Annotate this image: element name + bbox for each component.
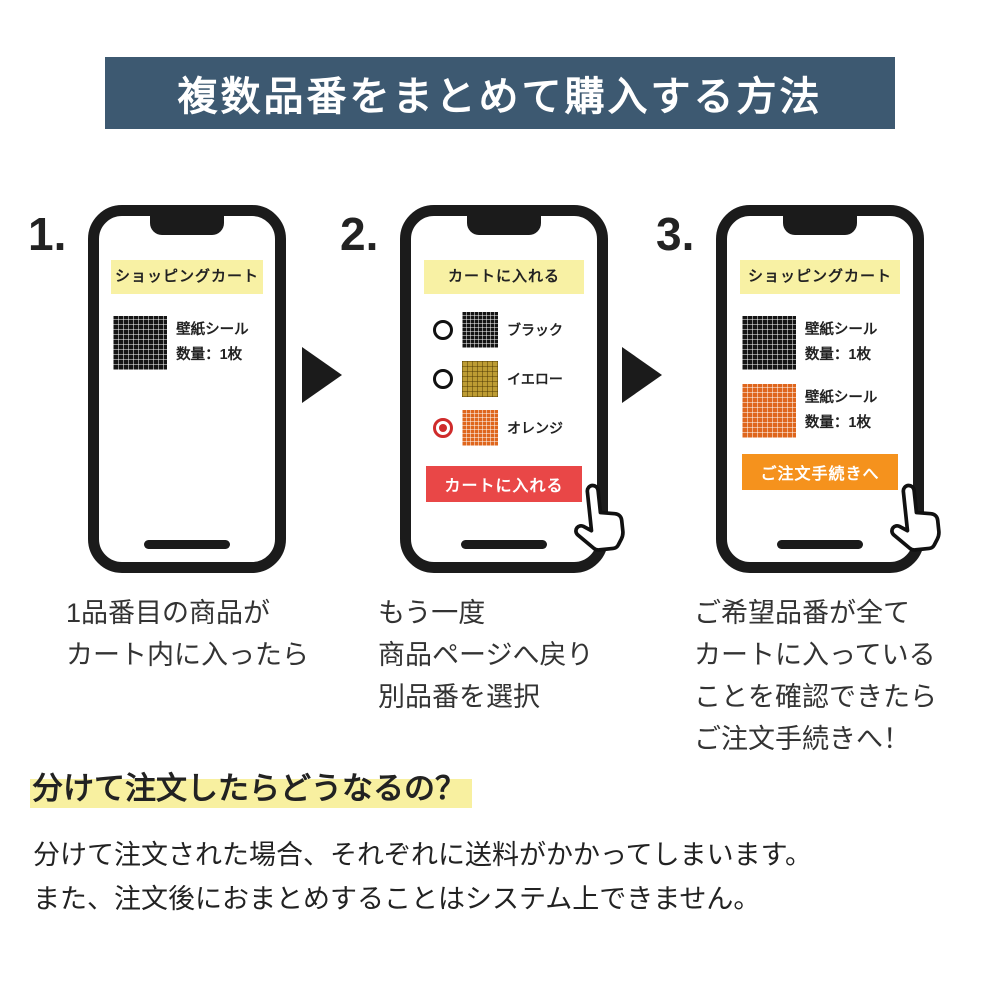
- phone-mockup-1: ショッピングカート 壁紙シール 数量：1枚: [88, 205, 286, 573]
- step-3: 3. ショッピングカート 壁紙シール 数量：1枚 壁紙シール 数量：1枚 ご注文…: [656, 205, 941, 754]
- phone-home-bar: [777, 540, 863, 549]
- product-qty: 数量：1枚: [176, 347, 243, 363]
- step-1: 1. ショッピングカート 壁紙シール 数量：1枚 1品番目の商品が カート内に入…: [28, 205, 309, 670]
- note-body: 分けて注文された場合、それぞれに送料がかかってしまいます。 また、注文後におまと…: [33, 840, 812, 914]
- hand-cursor-icon: [890, 483, 941, 552]
- product-swatch-black: [741, 316, 796, 370]
- color-option-list: ブラック イエロー オレンジ: [433, 308, 597, 450]
- checkout-button[interactable]: ご注文手続きへ: [742, 454, 898, 490]
- cart-title-bar-1: ショッピングカート: [111, 260, 263, 294]
- cart-item-row: 壁紙シール 数量：1枚: [113, 316, 261, 370]
- note-heading: 分けて注文したらどうなるの？: [30, 763, 472, 808]
- product-qty: 数量：1枚: [804, 347, 871, 363]
- product-swatch-black: [113, 316, 168, 370]
- arrow-right-icon: [302, 347, 342, 403]
- phone-notch: [783, 215, 857, 235]
- radio-yellow[interactable]: [433, 369, 453, 389]
- option-label: ブラック: [507, 322, 563, 338]
- note-heading-text: 分けて注文したらどうなるの？: [30, 771, 472, 808]
- add-to-cart-button[interactable]: カートに入れる: [426, 466, 582, 502]
- phone-notch: [467, 215, 541, 235]
- phone-mockup-2: カートに入れる ブラック イエロー オレンジ カートに入れる: [400, 205, 625, 573]
- swatch-yellow-icon: [462, 361, 498, 397]
- page-title: 複数品番をまとめて購入する方法: [177, 75, 823, 119]
- product-name: 壁紙シール: [804, 322, 878, 339]
- phone-home-bar: [461, 540, 547, 549]
- radio-orange-checked[interactable]: [433, 418, 453, 438]
- option-label: イエロー: [507, 371, 563, 387]
- cart-item-row: 壁紙シール 数量：1枚: [741, 384, 898, 438]
- option-row-black[interactable]: ブラック: [433, 308, 597, 352]
- phone-home-bar: [144, 540, 230, 549]
- add-to-cart-title-bar: カートに入れる: [424, 260, 584, 294]
- swatch-orange-icon: [462, 410, 498, 446]
- product-info: 壁紙シール 数量：1枚: [805, 318, 878, 367]
- step-2-number: 2.: [340, 208, 379, 260]
- hand-cursor-icon: [574, 483, 625, 552]
- step-1-caption: 1品番目の商品が カート内に入ったら: [66, 598, 309, 670]
- phone-notch: [150, 215, 224, 235]
- option-row-orange[interactable]: オレンジ: [433, 406, 597, 450]
- product-info: 壁紙シール 数量：1枚: [805, 386, 878, 435]
- step-3-caption: ご希望品番が全て カートに入っている ことを確認できたら ご注文手続きへ！: [694, 598, 937, 754]
- cart-item-row: 壁紙シール 数量：1枚: [741, 316, 898, 370]
- radio-black[interactable]: [433, 320, 453, 340]
- product-name: 壁紙シール: [176, 322, 249, 339]
- swatch-black-icon: [462, 312, 498, 348]
- product-name: 壁紙シール: [804, 390, 878, 407]
- product-qty: 数量：1枚: [804, 415, 871, 431]
- step-1-number: 1.: [28, 208, 67, 260]
- header-banner: 複数品番をまとめて購入する方法: [105, 57, 895, 129]
- product-swatch-orange: [741, 384, 796, 438]
- phone-mockup-3: ショッピングカート 壁紙シール 数量：1枚 壁紙シール 数量：1枚 ご注文手続き…: [716, 205, 941, 573]
- cart-title-bar-3: ショッピングカート: [740, 260, 900, 294]
- product-info: 壁紙シール 数量：1枚: [176, 318, 249, 367]
- option-label: オレンジ: [507, 420, 563, 436]
- arrow-right-icon: [622, 347, 662, 403]
- step-2: 2. カートに入れる ブラック イエロー オレンジ: [340, 205, 625, 712]
- step-3-number: 3.: [656, 208, 695, 260]
- step-2-caption: もう一度 商品ページへ戻り 別品番を選択: [378, 598, 594, 712]
- option-row-yellow[interactable]: イエロー: [433, 357, 597, 401]
